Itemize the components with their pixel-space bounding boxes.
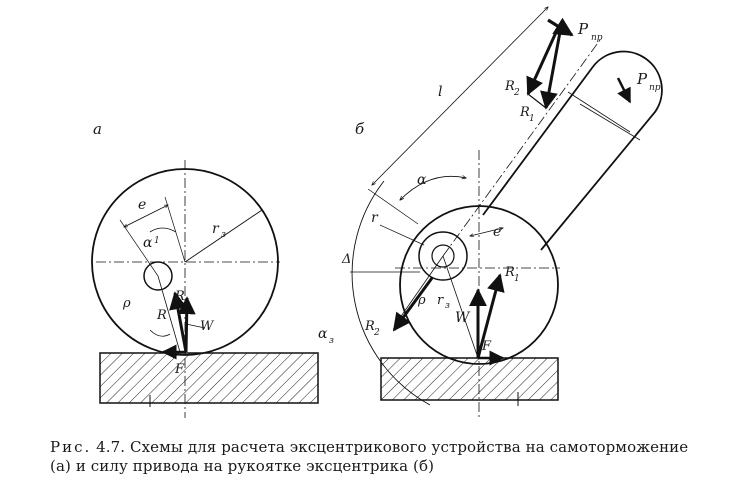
force-R2-arrow-b — [392, 277, 434, 332]
force-R1-arrow-b — [476, 273, 505, 359]
force-triangle-b — [527, 93, 547, 109]
label-P-b: P — [577, 20, 589, 38]
alpha-arc-a — [149, 227, 177, 233]
eccentric-handle-b — [482, 50, 663, 251]
panel-a-label: а — [93, 120, 102, 138]
label-alpha3-b: α — [318, 326, 328, 342]
caption-text: Схемы для расчета эксцентрикового устрой… — [50, 438, 689, 475]
label-rho-a: ρ — [122, 296, 131, 311]
l-dim-ext1-b — [367, 188, 419, 225]
alpha-arc-b — [400, 176, 466, 200]
handle-break1-b — [567, 91, 631, 133]
label-e-a: e — [138, 197, 146, 213]
label-R1-b: R — [504, 265, 515, 280]
label-P-sub-b: пр — [591, 33, 603, 43]
force-R1-top-b — [540, 31, 562, 110]
force-P2-arrow-b — [616, 77, 632, 104]
radius-r3-line-a — [184, 209, 263, 263]
label-delta-b: Δ — [341, 252, 351, 267]
caption-prefix: Рис. — [50, 438, 92, 456]
force-P-arrow-b — [547, 17, 574, 37]
rho-arc-a — [149, 329, 171, 337]
alpha3-arc-b — [351, 180, 431, 406]
label-F-b: F — [481, 339, 492, 354]
panel-b-label: б — [355, 120, 365, 138]
label-P2-b: P — [636, 70, 648, 88]
force-R-line-a — [157, 275, 181, 353]
e-dim-line-a — [124, 205, 168, 227]
label-W-b: W — [455, 310, 471, 326]
label-alpha-b: α — [417, 172, 427, 188]
e-dim-line-b — [470, 228, 503, 236]
l-dim-line-b — [372, 7, 548, 185]
force-R-arrow-a — [169, 291, 188, 353]
base-plate-a — [99, 352, 319, 404]
r-leader-b — [379, 224, 425, 246]
handle-axis-b — [442, 39, 601, 257]
label-l-b: l — [438, 84, 442, 100]
force-W-arrow-a — [177, 296, 196, 353]
label-R2-b: R — [364, 319, 375, 334]
pivot-circle-a — [143, 261, 173, 291]
label-alpha-sub-a: 1 — [154, 236, 160, 246]
w-ref-line-a — [185, 323, 206, 329]
figure-caption: Рис. 4.7. Схемы для расчета эксцентриков… — [50, 438, 710, 476]
force-R2-top-b — [526, 27, 560, 96]
label-r3-sub-a: з — [221, 230, 226, 240]
base-plate-b — [380, 357, 559, 401]
label-r3-sub-b: з — [445, 301, 450, 311]
label-R1-top-b: R — [519, 105, 530, 120]
label-R-a: R — [174, 289, 185, 304]
panel-a: а e α 1 r з R R ρ W F — [91, 120, 319, 418]
pivot-circle-outer-b — [418, 231, 468, 281]
e-dim-ext1-a — [119, 219, 159, 277]
label-r3-b: r — [437, 293, 444, 308]
pivot-circle-inner-b — [431, 244, 455, 268]
label-F-a: F — [174, 362, 185, 377]
label-R2-sub-top-b: 2 — [513, 88, 520, 98]
label-r-b: r — [371, 210, 379, 226]
eccentric-clamp-diagram: а e α 1 r з R R ρ W F — [91, 0, 663, 420]
label-W-a: W — [200, 319, 215, 334]
label-P2-sub-b: пр — [649, 83, 661, 93]
label-alpha-a: α — [143, 235, 153, 251]
label-r3-a: r — [212, 221, 220, 237]
label-R2-top-b: R — [504, 79, 515, 94]
label-rho-b: ρ — [417, 293, 426, 308]
panel-b: б — [318, 7, 663, 420]
caption-number: 4.7. — [96, 438, 126, 456]
label-R1-sub-b: 1 — [514, 274, 520, 284]
label-alpha3-sub-b: з — [329, 336, 334, 346]
label-R-lower-a: R — [156, 308, 167, 323]
contact-line-b — [442, 255, 479, 359]
handle-break2-b — [579, 103, 641, 141]
label-R1-sub-top-b: 1 — [529, 114, 535, 124]
label-R2-sub-b: 2 — [373, 328, 380, 338]
e-dim-ext2-a — [164, 196, 186, 263]
label-e-b: e — [493, 224, 501, 240]
